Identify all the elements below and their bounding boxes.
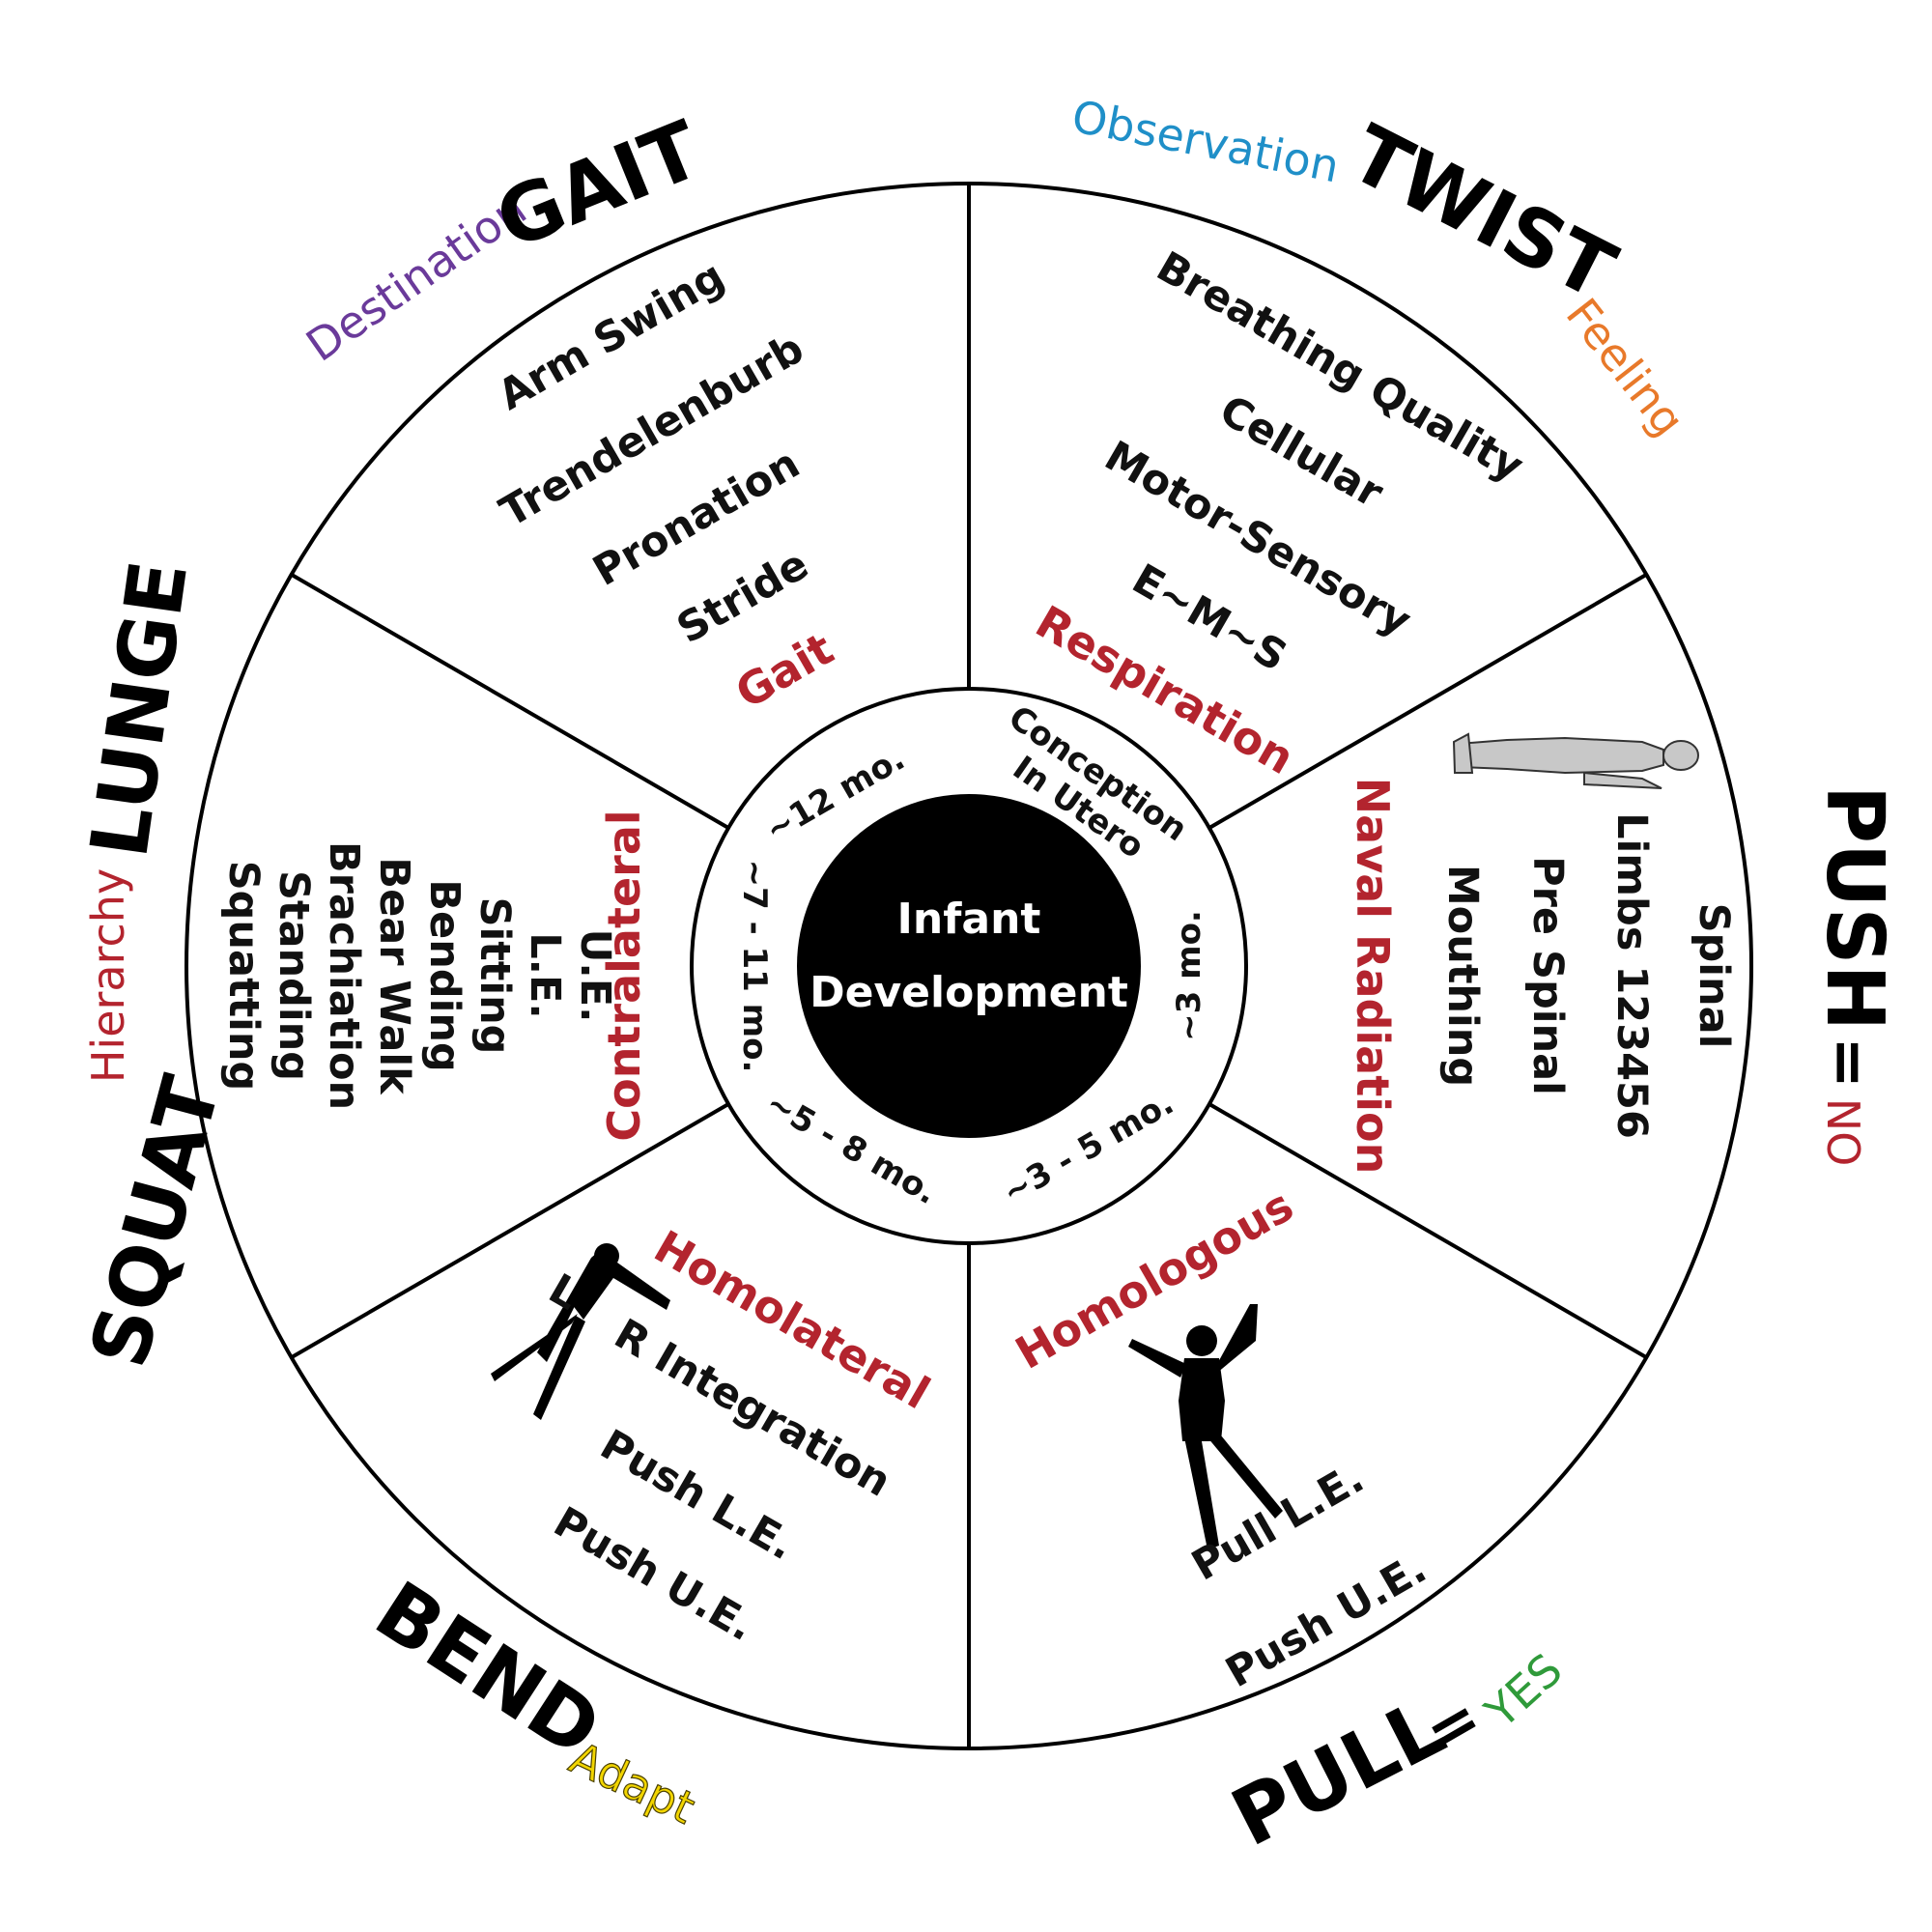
outer-label-lunge: LUNGE xyxy=(73,555,206,863)
age-label-3mo: ~3 mo. xyxy=(1170,910,1208,1041)
contralateral-item: L.E. xyxy=(521,932,569,1018)
center-title-line1: Infant xyxy=(897,895,1041,944)
push-equals: = xyxy=(1812,1037,1884,1089)
outer-label-push: PUSH xyxy=(1808,785,1900,1031)
naval-item: Pre Spinal xyxy=(1523,856,1572,1095)
naval-heading: Naval Radiation xyxy=(1347,778,1399,1175)
contralateral-item: Standing xyxy=(270,870,318,1081)
naval-item: Limbs 123456 xyxy=(1607,812,1656,1139)
contralateral-heading: Contralateral xyxy=(598,810,650,1141)
lying-figure-icon xyxy=(1452,732,1699,789)
center-title-line2: Development xyxy=(810,968,1128,1017)
push-answer-no: NO xyxy=(1817,1098,1869,1167)
feeling-tag: Feeling xyxy=(1556,289,1695,446)
center-disc xyxy=(797,794,1141,1138)
star-figure-icon xyxy=(1128,1304,1283,1549)
contralateral-item: U.E. xyxy=(571,929,619,1023)
contralateral-item: Sitting xyxy=(470,897,519,1055)
contralateral-item: Squatting xyxy=(219,861,268,1092)
contralateral-item: Bending xyxy=(420,879,469,1071)
adapt-tag: Adapt xyxy=(562,1731,702,1833)
age-label-7-11mo: ~7 - 11 mo. xyxy=(735,860,774,1073)
segment-naval-radiation: Spinal Limbs 123456 Pre Spinal Mouthing … xyxy=(1347,732,1738,1175)
segment-contralateral: Squatting Standing Brachiation Bear Walk… xyxy=(219,810,650,1141)
hierarchy-tag: Hierarchy xyxy=(82,868,134,1083)
observation-tag: Observation xyxy=(1067,90,1343,192)
outer-label-squat: SQUAT xyxy=(73,1067,239,1377)
naval-item: Mouthing xyxy=(1438,865,1487,1087)
outer-label-twist: TWIST xyxy=(1336,108,1629,318)
contralateral-item: Brachiation xyxy=(320,841,368,1110)
pull-answer-yes: YES xyxy=(1474,1643,1572,1739)
segment-dividers xyxy=(290,184,1648,1748)
crawling-figure-icon xyxy=(491,1243,670,1420)
contralateral-item: Bear Walk xyxy=(370,857,418,1095)
naval-item: Spinal xyxy=(1690,903,1738,1049)
